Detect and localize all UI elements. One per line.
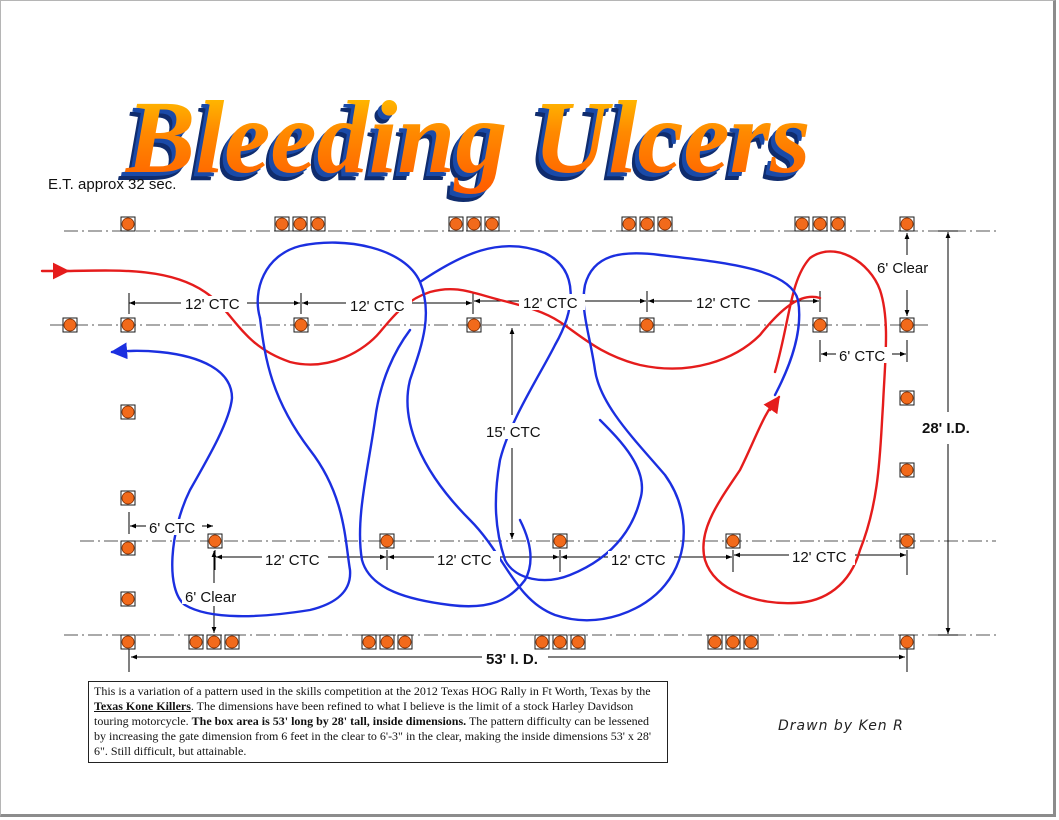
cone-marker bbox=[900, 534, 914, 548]
dimension-labels: 12' CTC 12' CTC 12' CTC 12' CTC 6' Clear… bbox=[146, 259, 970, 668]
label-12ctc-top-1: 12' CTC bbox=[185, 296, 240, 313]
title-text: Bleeding Ulcers bbox=[125, 80, 811, 195]
label-6clear-right: 6' Clear bbox=[877, 260, 928, 277]
cone-marker bbox=[485, 217, 499, 231]
cone-marker bbox=[571, 635, 585, 649]
title-shadow: Bleeding Ulcers bbox=[118, 88, 804, 203]
cone-marker bbox=[398, 635, 412, 649]
cone-marker bbox=[831, 217, 845, 231]
red-path-right-loop bbox=[702, 250, 888, 605]
cone-marker bbox=[121, 217, 135, 231]
cone-marker bbox=[293, 217, 307, 231]
cone-marker bbox=[726, 635, 740, 649]
cone-marker bbox=[121, 405, 135, 419]
cone-marker bbox=[380, 534, 394, 548]
cone-marker bbox=[275, 217, 289, 231]
cone-marker bbox=[795, 217, 809, 231]
cone-marker bbox=[362, 635, 376, 649]
label-12ctc-top-4: 12' CTC bbox=[696, 295, 751, 312]
cone-marker bbox=[708, 635, 722, 649]
cone-marker bbox=[900, 318, 914, 332]
note-box-area: The box area is 53' long by 28' tall, in… bbox=[191, 714, 467, 728]
label-6ctc-right: 6' CTC bbox=[839, 348, 885, 365]
et-label: E.T. approx 32 sec. bbox=[48, 176, 177, 193]
page-title: Bleeding Ulcers Bleeding Ulcers Bleeding… bbox=[118, 80, 811, 203]
cone-marker bbox=[121, 541, 135, 555]
cone-marker bbox=[900, 391, 914, 405]
note-intro: This is a variation of a pattern used in… bbox=[94, 684, 651, 698]
cone-marker bbox=[294, 318, 308, 332]
cone-marker bbox=[208, 534, 222, 548]
cone-marker bbox=[311, 217, 325, 231]
label-12ctc-bot-4: 12' CTC bbox=[792, 549, 847, 566]
label-12ctc-top-2: 12' CTC bbox=[350, 298, 405, 315]
cone-marker bbox=[207, 635, 221, 649]
cone-marker bbox=[121, 491, 135, 505]
cone-marker bbox=[467, 318, 481, 332]
cone-marker bbox=[900, 217, 914, 231]
title-extrude: Bleeding Ulcers bbox=[121, 84, 807, 199]
blue-path-loop3 bbox=[418, 244, 643, 582]
cone-marker bbox=[121, 592, 135, 606]
note-team: Texas Kone Killers bbox=[94, 699, 191, 713]
cone-marker bbox=[553, 534, 567, 548]
blue-path-loop2 bbox=[110, 316, 352, 618]
label-6clear-left: 6' Clear bbox=[185, 589, 236, 606]
author-credit: Drawn by Ken R bbox=[778, 718, 904, 734]
riding-paths bbox=[40, 241, 888, 622]
cone-marker bbox=[467, 217, 481, 231]
label-12ctc-bot-2: 12' CTC bbox=[437, 552, 492, 569]
note-end: The pattern difficulty can be lessened b… bbox=[94, 714, 652, 758]
label-6ctc-left: 6' CTC bbox=[149, 520, 195, 537]
cone-marker bbox=[553, 635, 567, 649]
description-note: This is a variation of a pattern used in… bbox=[88, 681, 668, 763]
cone-marker bbox=[726, 534, 740, 548]
cone-marker bbox=[658, 217, 672, 231]
cone-marker bbox=[813, 318, 827, 332]
label-12ctc-bot-3: 12' CTC bbox=[611, 552, 666, 569]
cone-marker bbox=[121, 318, 135, 332]
cone-marker bbox=[813, 217, 827, 231]
cone-marker bbox=[225, 635, 239, 649]
label-12ctc-bot-1: 12' CTC bbox=[265, 552, 320, 569]
red-path-main bbox=[66, 269, 822, 370]
cone-layout bbox=[62, 216, 915, 650]
label-15ctc: 15' CTC bbox=[486, 424, 541, 441]
label-28id: 28' I.D. bbox=[922, 420, 970, 437]
label-12ctc-top-3: 12' CTC bbox=[523, 295, 578, 312]
cone-marker bbox=[900, 463, 914, 477]
cone-marker bbox=[640, 318, 654, 332]
cone-marker bbox=[380, 635, 394, 649]
red-path-exit-arrow bbox=[763, 395, 781, 415]
blue-path-loop4 bbox=[358, 328, 532, 608]
cone-marker bbox=[189, 635, 203, 649]
cone-marker bbox=[640, 217, 654, 231]
cone-marker bbox=[121, 635, 135, 649]
cone-marker bbox=[744, 635, 758, 649]
cone-marker bbox=[900, 635, 914, 649]
note-middle: . The dimensions have been refined to wh… bbox=[94, 699, 634, 728]
label-53id: 53' I. D. bbox=[486, 651, 538, 668]
cone-marker bbox=[449, 217, 463, 231]
cone-marker bbox=[622, 217, 636, 231]
cone-marker bbox=[63, 318, 77, 332]
cone-marker bbox=[535, 635, 549, 649]
